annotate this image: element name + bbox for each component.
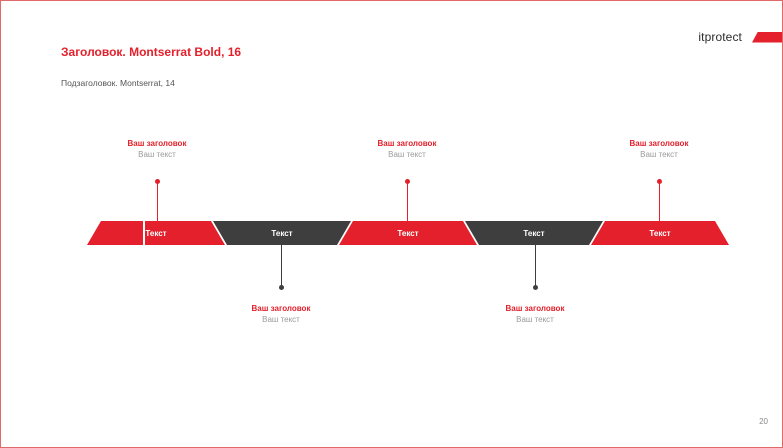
callout-title: Ваш заголовок [251,304,311,313]
callout-text: Ваш текст [640,150,678,159]
callout-text: Ваш текст [138,150,176,159]
timeline-segment-label: Текст [649,228,671,238]
callout-1-stem [157,182,158,221]
page-number: 20 [759,417,768,426]
callout-1-dot [155,179,160,184]
timeline-segment-label: Текст [271,228,293,238]
callout-1: Ваш заголовок Ваш текст [87,138,227,161]
callout-2-dot [279,285,284,290]
callout-4-stem [535,245,536,287]
callout-text: Ваш текст [262,315,300,324]
callout-5-stem [659,182,660,221]
callout-title: Ваш заголовок [377,139,437,148]
timeline-segment-2: Текст [213,221,351,245]
timeline-segment-label: Текст [523,228,545,238]
brand-name: itprotect [698,30,742,44]
callout-3-stem [407,182,408,221]
timeline-segment-5: Текст [591,221,729,245]
segment-split-line [143,221,145,245]
callout-5-dot [657,179,662,184]
callout-text: Ваш текст [516,315,554,324]
timeline-segment-1: Текст [87,221,225,245]
callout-4: Ваш заголовок Ваш текст [465,303,605,326]
slide-subtitle: Подзаголовок. Montserrat, 14 [61,78,175,88]
callout-title: Ваш заголовок [127,139,187,148]
callout-text: Ваш текст [388,150,426,159]
timeline-segment-4: Текст [465,221,603,245]
callout-4-dot [533,285,538,290]
callout-title: Ваш заголовок [505,304,565,313]
callout-3-dot [405,179,410,184]
callout-3: Ваш заголовок Ваш текст [337,138,477,161]
timeline-segment-3: Текст [339,221,477,245]
slide-title: Заголовок. Montserrat Bold, 16 [61,45,242,59]
callout-5: Ваш заголовок Ваш текст [589,138,729,161]
brand-logo: itprotect [698,30,782,44]
callout-title: Ваш заголовок [629,139,689,148]
brand-accent-bar [752,31,782,43]
callout-2: Ваш заголовок Ваш текст [211,303,351,326]
timeline-segment-label: Текст [145,228,167,238]
callout-2-stem [281,245,282,287]
timeline-segment-label: Текст [397,228,419,238]
